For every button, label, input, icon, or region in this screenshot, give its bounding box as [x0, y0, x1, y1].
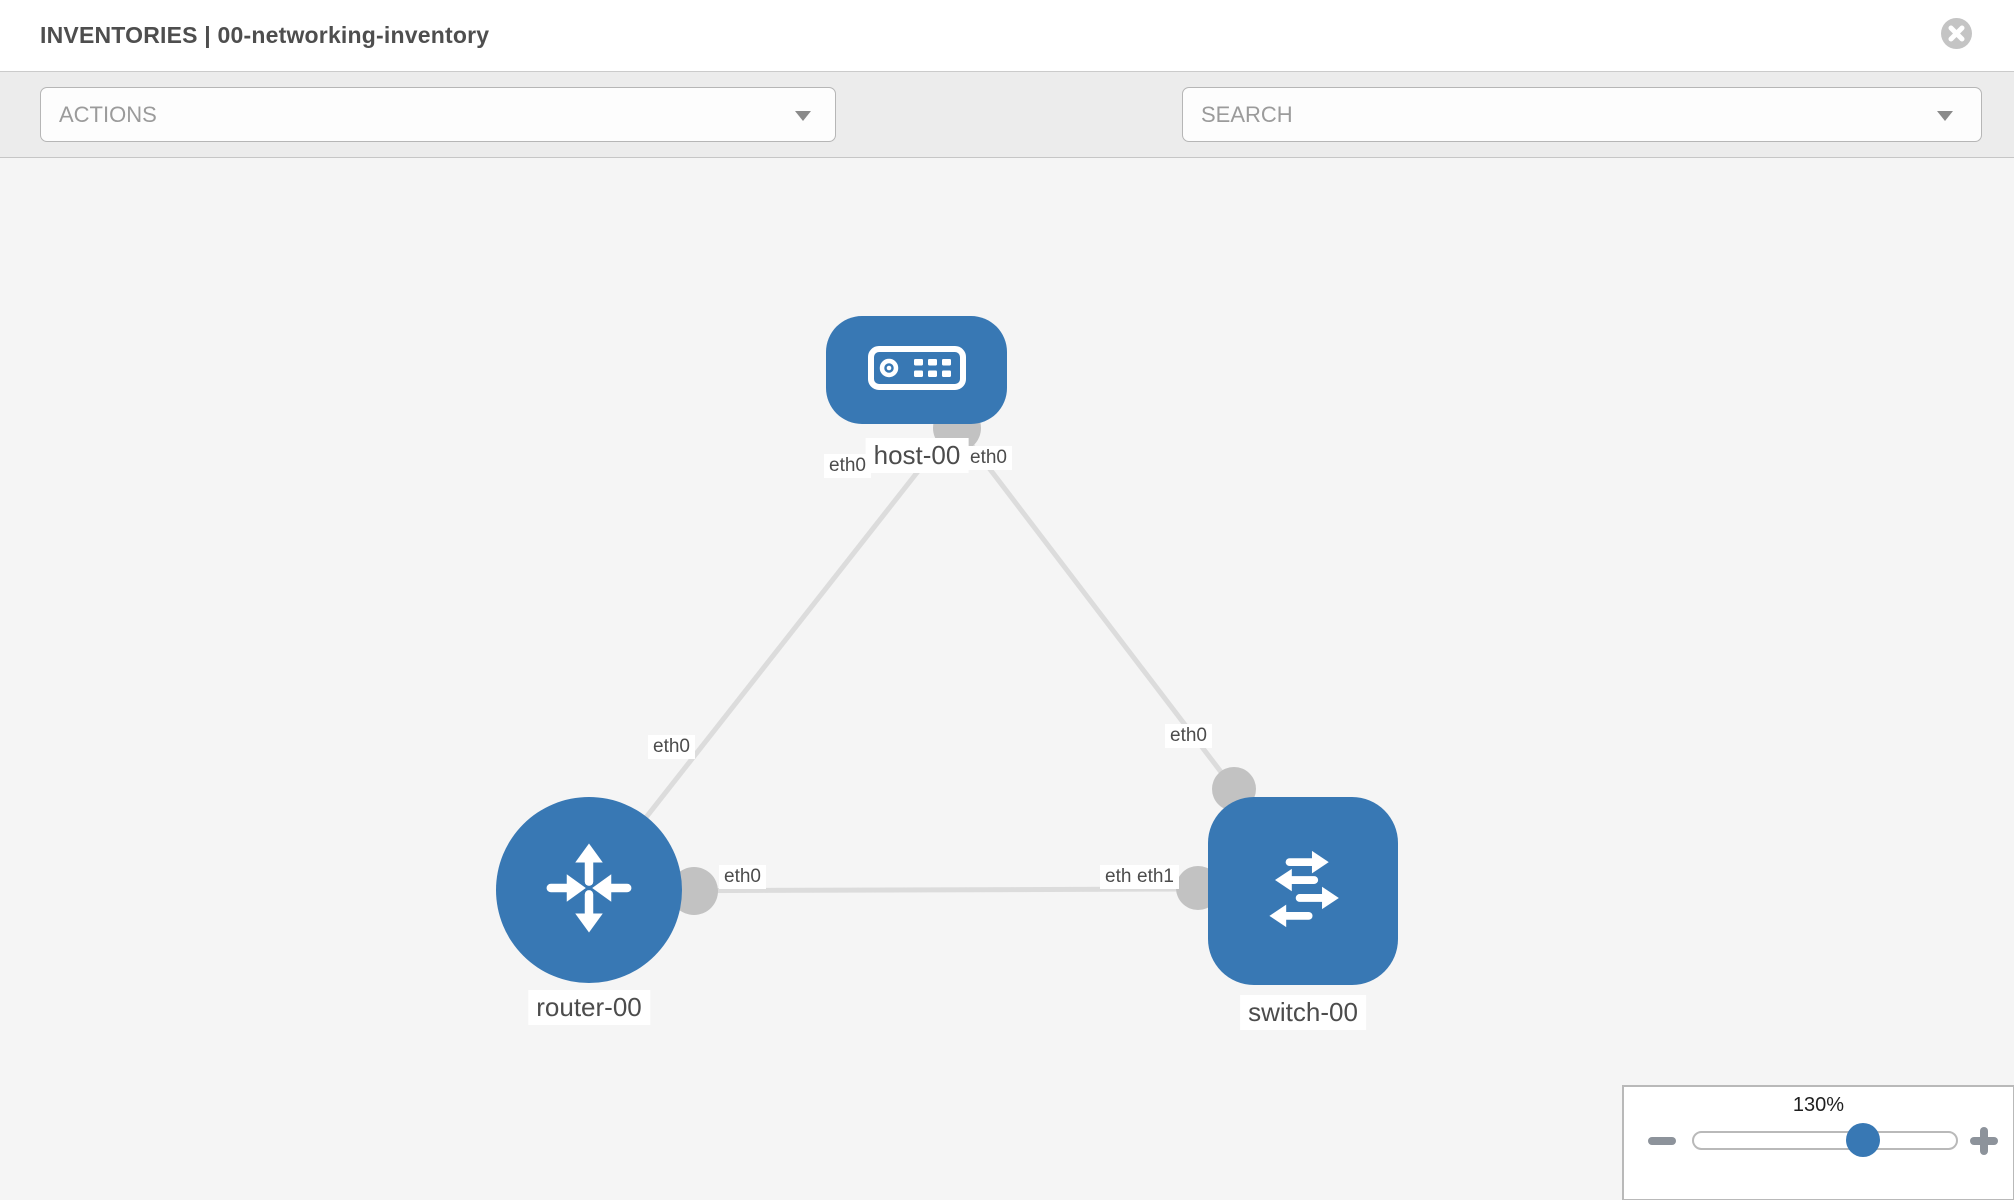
interface-label-eth0: eth0 — [719, 865, 766, 889]
zoom-control-panel: 130% — [1622, 1085, 2014, 1200]
zoom-in-button[interactable] — [1970, 1127, 1998, 1155]
toolbar: ACTIONS SEARCH — [0, 71, 2014, 198]
switch-icon — [1247, 833, 1359, 950]
node-label-host-00: host-00 — [865, 438, 969, 473]
chevron-down-icon — [1937, 111, 1953, 121]
chevron-down-icon — [795, 111, 811, 121]
topology-canvas[interactable]: host-00 router-00 switch-00 eth0 eth0 et… — [0, 158, 2014, 1200]
zoom-level-value: 130% — [1792, 1094, 1845, 1116]
switch-icon-node[interactable] — [1208, 797, 1398, 985]
interface-connector — [670, 867, 718, 915]
link-router-host[interactable] — [587, 426, 954, 892]
actions-dropdown[interactable]: ACTIONS — [40, 87, 836, 142]
node-host-00[interactable] — [826, 316, 1007, 424]
search-dropdown-label: SEARCH — [1201, 102, 1293, 127]
close-button[interactable] — [1941, 18, 1972, 49]
actions-dropdown-label: ACTIONS — [59, 102, 157, 127]
zoom-out-button[interactable] — [1648, 1137, 1676, 1145]
topology-links-layer — [587, 404, 1256, 915]
search-dropdown[interactable]: SEARCH — [1182, 87, 1982, 142]
interface-label-eth1: eth1 — [1132, 865, 1179, 889]
zoom-slider-track[interactable] — [1692, 1123, 1958, 1157]
close-icon — [1941, 18, 1972, 53]
interface-label-eth0: eth0 — [824, 454, 871, 478]
node-label-switch-00: switch-00 — [1240, 995, 1366, 1030]
title-bar: INVENTORIES | 00-networking-inventory — [0, 0, 2014, 71]
interface-label-eth0: eth0 — [648, 735, 695, 759]
host-icon — [867, 345, 967, 396]
router-icon — [536, 835, 642, 946]
plus-icon — [1980, 1127, 1988, 1155]
interface-label-eth0: eth0 — [1165, 724, 1212, 748]
interface-label-eth0: eth0 — [965, 446, 1012, 470]
node-label-router-00: router-00 — [528, 990, 650, 1025]
page-title: INVENTORIES | 00-networking-inventory — [40, 22, 490, 48]
node-router-00[interactable] — [496, 797, 682, 983]
zoom-slider-handle[interactable] — [1846, 1123, 1880, 1157]
